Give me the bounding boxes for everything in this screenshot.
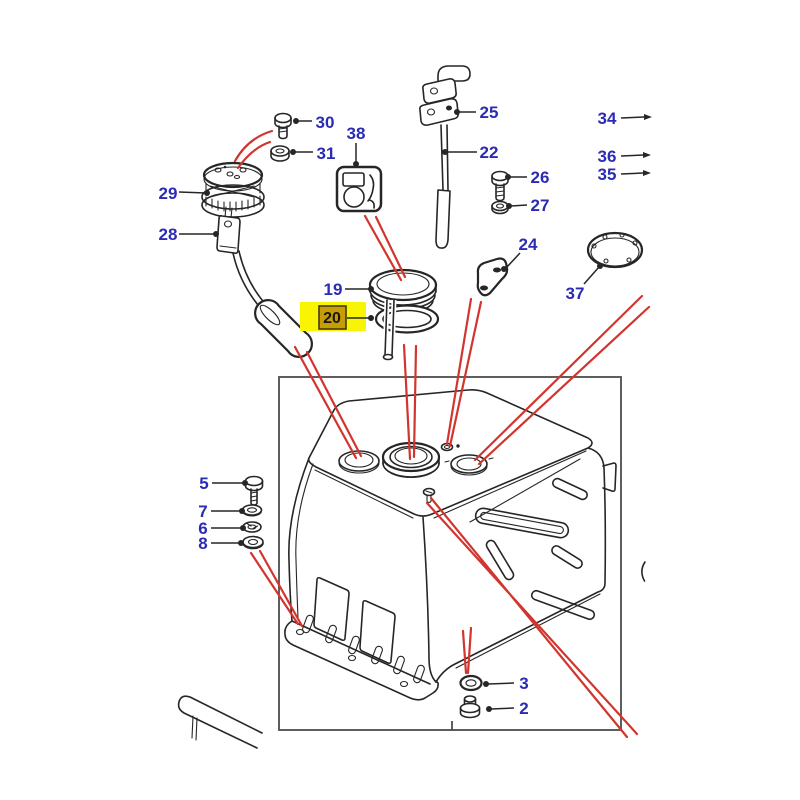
- callout-36[interactable]: 36: [598, 147, 651, 166]
- callout-35-label[interactable]: 35: [598, 165, 617, 184]
- tank-side-tab: [602, 462, 617, 493]
- callout-6-label[interactable]: 6: [198, 519, 207, 538]
- fuel-tank: [284, 389, 617, 701]
- assembly-lines: [233, 129, 651, 739]
- washer-7: [241, 504, 263, 517]
- callout-28-label[interactable]: 28: [159, 225, 178, 244]
- cropped-part-edge: [641, 561, 646, 582]
- callout-22-label[interactable]: 22: [480, 143, 499, 162]
- filler-cap: [368, 268, 438, 314]
- callout-29[interactable]: 29: [159, 184, 210, 203]
- front-face-cutout: [313, 576, 350, 642]
- nut-31: [270, 145, 290, 162]
- dipstick-blade: [435, 189, 451, 249]
- sender-bracket: [216, 215, 241, 254]
- nut-27: [491, 200, 509, 215]
- fuel-decal: [335, 165, 383, 213]
- callout-20-label[interactable]: 20: [323, 310, 341, 327]
- callout-26-label[interactable]: 26: [531, 168, 550, 187]
- screw-30: [274, 112, 292, 140]
- callout-27[interactable]: 27: [506, 196, 549, 215]
- nut-8: [242, 535, 264, 550]
- filler-opening: [381, 441, 441, 479]
- float: [254, 299, 313, 358]
- callout-31[interactable]: 31: [290, 144, 335, 163]
- callout-25-label[interactable]: 25: [480, 103, 499, 122]
- callout-8-label[interactable]: 8: [198, 534, 207, 553]
- callout-30[interactable]: 30: [293, 113, 334, 132]
- callout-2-label[interactable]: 2: [519, 699, 528, 718]
- callout-7[interactable]: 7: [198, 502, 245, 521]
- callout-5-label[interactable]: 5: [199, 474, 208, 493]
- callout-27-label[interactable]: 27: [531, 196, 550, 215]
- fuel-sender-unit: [201, 161, 313, 358]
- front-face-cutout: [359, 599, 396, 665]
- callout-28[interactable]: 28: [159, 225, 219, 244]
- callout-20-highlighted[interactable]: 20: [300, 302, 374, 331]
- callout-19[interactable]: 19: [324, 280, 374, 299]
- right-opening: [444, 454, 494, 476]
- callout-30-label[interactable]: 30: [316, 113, 335, 132]
- callout-8[interactable]: 8: [198, 534, 244, 553]
- callout-36-label[interactable]: 36: [598, 147, 617, 166]
- callout-2[interactable]: 2: [486, 699, 529, 718]
- callout-22[interactable]: 22: [442, 143, 498, 162]
- callout-24-label[interactable]: 24: [519, 235, 538, 254]
- tank-mounting-flange: [284, 614, 439, 701]
- callout-38-label[interactable]: 38: [347, 124, 366, 143]
- callout-35[interactable]: 35: [598, 165, 651, 184]
- gasket-plate-24: [476, 257, 509, 297]
- tank-top-screw: [422, 487, 436, 503]
- callout-31-label[interactable]: 31: [317, 144, 336, 163]
- callout-5[interactable]: 5: [199, 474, 248, 493]
- callout-34[interactable]: 34: [598, 109, 652, 128]
- cover-plate-37: [586, 231, 644, 269]
- dipstick: [419, 65, 471, 249]
- callout-19-label[interactable]: 19: [324, 280, 343, 299]
- callout-37[interactable]: 37: [566, 263, 603, 303]
- callout-25[interactable]: 25: [454, 103, 498, 122]
- callout-3-label[interactable]: 3: [519, 674, 528, 693]
- callout-37-label[interactable]: 37: [566, 284, 585, 303]
- callout-29-label[interactable]: 29: [159, 184, 178, 203]
- callout-34-label[interactable]: 34: [598, 109, 617, 128]
- side-slots: [474, 477, 596, 621]
- screw-5: [244, 475, 264, 506]
- callout-26[interactable]: 26: [505, 168, 549, 187]
- drain-plug-2: [459, 695, 481, 719]
- drain-washer-3: [459, 674, 483, 692]
- callout-38[interactable]: 38: [347, 124, 366, 167]
- callout-6[interactable]: 6: [198, 519, 246, 538]
- tank-frame-box: [278, 376, 646, 731]
- callout-7-label[interactable]: 7: [198, 502, 207, 521]
- cropped-strap: [177, 695, 263, 749]
- lock-washer-6: [242, 521, 262, 533]
- cap-stem: [382, 299, 397, 361]
- callout-24[interactable]: 24: [501, 235, 538, 272]
- callout-3[interactable]: 3: [483, 674, 529, 693]
- callout-20-selection-box: [318, 305, 347, 330]
